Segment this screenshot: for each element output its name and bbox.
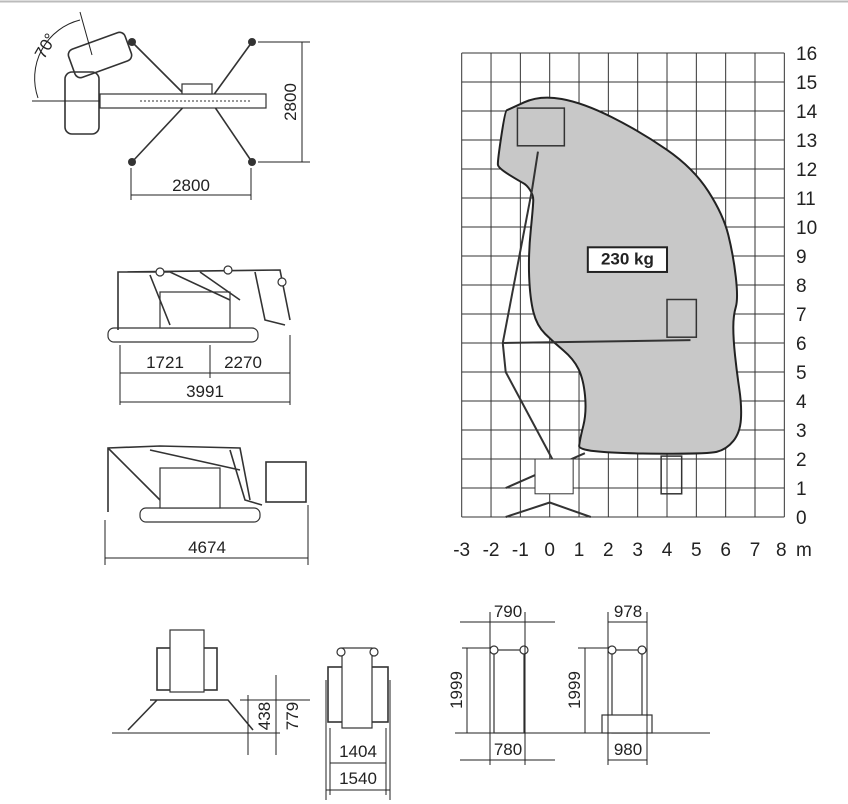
track-view-narrow: 790 1999 780 [447, 602, 612, 765]
boom-segment [505, 501, 551, 518]
boom-segment [502, 339, 691, 344]
mast [169, 629, 205, 693]
height-dimension: 1999 [565, 671, 584, 709]
x-tick-label: 6 [720, 540, 731, 561]
ground-clearance-high: 779 [283, 702, 302, 730]
width-dimension: 2800 [172, 176, 210, 195]
boom-segment [501, 342, 507, 373]
x-tick-label: 2 [603, 540, 614, 561]
x-tick-label: 5 [691, 540, 702, 561]
machine-reach-sketch [501, 107, 698, 518]
x-tick-label: -2 [483, 540, 500, 561]
basket [666, 298, 698, 338]
top-view: 70° 2800 2800 [31, 11, 310, 200]
y-tick-label: 0 [796, 508, 807, 529]
front-view-outriggers: 438 779 [112, 629, 310, 755]
angle-arc [34, 19, 81, 99]
x-unit-label: m [796, 540, 812, 561]
bottom-width-dimension: 980 [614, 740, 642, 759]
basket-rotated [67, 31, 133, 79]
x-tick-label: 1 [574, 540, 585, 561]
mast [341, 647, 373, 729]
boom-segment [504, 371, 560, 472]
y-tick-label: 1 [796, 479, 807, 500]
front-view-stowed: 1404 1540 [325, 647, 391, 800]
chassis [534, 458, 574, 495]
ground-clearance-low: 438 [255, 702, 274, 730]
track-view-wide: 978 1999 980 [565, 602, 710, 765]
basket [516, 107, 566, 147]
tracks-extended [601, 714, 653, 734]
y-tick-label: 2 [796, 450, 807, 471]
basket-stowed [64, 71, 100, 135]
machine-body [493, 649, 525, 734]
y-tick-label: 15 [796, 73, 817, 94]
boom-segment [549, 501, 592, 518]
basket [660, 455, 683, 495]
side-view-basket: 4674 [104, 445, 309, 565]
top-width-dimension: 790 [494, 602, 522, 621]
y-tick-label: 14 [796, 102, 818, 123]
x-tick-label: -1 [512, 540, 529, 561]
y-tick-label: 4 [796, 392, 807, 413]
working-envelope-area [496, 96, 743, 455]
rear-length-dimension: 2270 [224, 353, 262, 372]
total-length-dimension: 3991 [186, 382, 224, 401]
x-tick-label: 3 [632, 540, 643, 561]
front-length-dimension: 1721 [146, 353, 184, 372]
chassis [159, 467, 221, 509]
x-tick-label: -3 [453, 540, 470, 561]
engine-cover [181, 83, 213, 95]
load-label-box: 230 kg [586, 246, 669, 273]
bottom-width-dimension: 780 [494, 740, 522, 759]
x-tick-label: 8 [776, 540, 787, 561]
total-length-dimension: 4674 [188, 538, 226, 557]
boom-segment [531, 151, 539, 190]
inner-width-dimension: 1404 [339, 742, 377, 761]
load-capacity-label: 230 kg [601, 250, 654, 269]
y-tick-label: 9 [796, 247, 807, 268]
x-tick-label: 0 [544, 540, 555, 561]
y-tick-label: 7 [796, 305, 807, 326]
height-dimension: 1999 [447, 671, 466, 709]
y-tick-label: 5 [796, 363, 807, 384]
top-width-dimension: 978 [614, 602, 642, 621]
angle-label: 70° [31, 30, 60, 62]
track [139, 507, 261, 523]
track [107, 327, 259, 343]
x-tick-label: 7 [750, 540, 761, 561]
y-tick-label: 11 [796, 189, 816, 210]
y-tick-label: 6 [796, 334, 807, 355]
y-tick-label: 10 [796, 218, 817, 239]
length-dimension: 2800 [281, 83, 300, 121]
x-tick-label: 4 [662, 540, 673, 561]
boom-segment [501, 189, 534, 344]
y-tick-label: 12 [796, 160, 817, 181]
chassis [159, 291, 231, 329]
outer-width-dimension: 1540 [339, 769, 377, 788]
y-tick-label: 16 [796, 44, 817, 65]
basket [265, 461, 307, 503]
y-tick-label: 8 [796, 276, 807, 297]
y-tick-label: 3 [796, 421, 807, 442]
y-tick-label: 13 [796, 131, 817, 152]
outriggers [128, 38, 256, 166]
side-view-stowed: 1721 2270 3991 [107, 265, 291, 405]
